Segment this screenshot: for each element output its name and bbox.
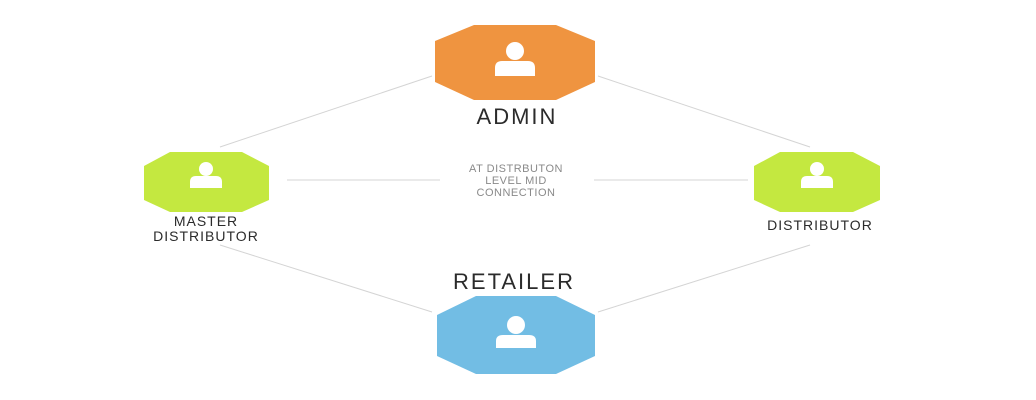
node-master-distributor: MASTER DISTRIBUTOR [144,152,269,244]
distributor-label: DISTRIBUTOR [767,217,873,233]
mid-connection-line3: CONNECTION [477,187,556,199]
retailer-label: RETAILER [453,269,575,294]
master-distributor-label-line1: MASTER [174,213,238,229]
connectors [219,75,811,313]
user-icon [801,162,833,188]
mid-connection-line2: LEVEL MID [485,175,547,187]
user-icon [495,42,535,76]
node-admin: ADMIN [435,25,595,129]
connector-admin-master [219,75,433,148]
user-icon [190,162,222,188]
connector-master-retailer [219,244,433,313]
admin-label: ADMIN [477,104,558,129]
node-distributor: DISTRIBUTOR [754,152,880,233]
connector-admin-distributor [597,75,811,148]
master-distributor-label-line2: DISTRIBUTOR [153,228,259,244]
user-icon [496,316,536,348]
connector-distributor-retailer [597,244,811,313]
mid-connection-line1: AT DISTRBUTON [469,163,563,175]
mid-connection-label: AT DISTRBUTON LEVEL MID CONNECTION [469,163,563,199]
node-retailer: RETAILER [437,269,595,374]
